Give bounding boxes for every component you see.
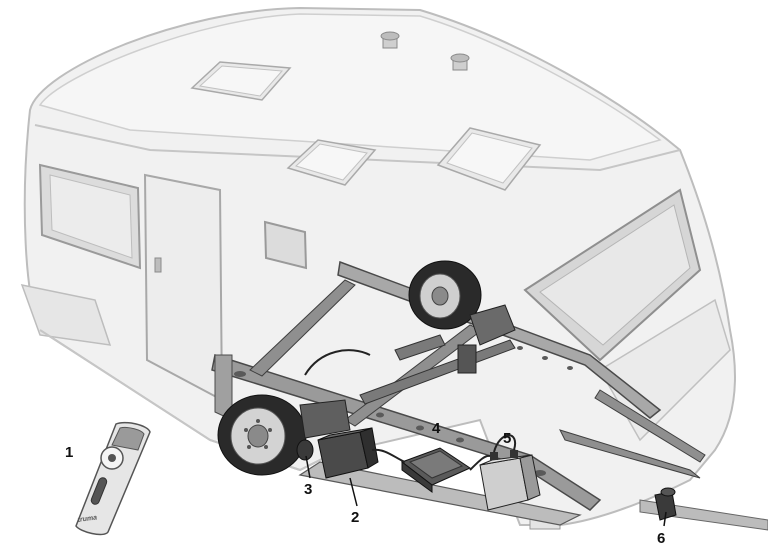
hitch-component [639,487,768,531]
battery-component [479,434,541,511]
callout-3: 3 [304,481,312,498]
floor-plate [298,461,582,526]
control-unit-component [400,447,472,493]
rear-wheel [408,260,482,330]
rear-mover-motor [394,304,516,374]
remote-control-device: truma [75,421,151,536]
callout-1: 1 [65,444,73,461]
small-window [263,220,308,270]
drive-roller-icon [296,439,314,461]
drawbar-right [594,389,706,463]
front-window [523,188,702,362]
remote-slider-icon [90,477,108,505]
roof-edge [34,124,681,172]
remote-brand-label: truma [77,514,97,524]
skylight-right [436,127,542,191]
leader-lines [305,455,667,527]
door-handle-icon [154,257,162,273]
callout-2: 2 [351,509,359,526]
leader-line-6 [663,511,667,527]
roof-vent-right [450,53,470,71]
cables [304,349,491,471]
roof-panel [38,13,662,161]
side-window-left [38,163,142,270]
roof-vent-left [380,31,400,49]
leader-line-2 [349,477,358,507]
cross-member-1 [249,279,356,377]
leader-line-3 [305,455,311,479]
skylight-left [190,61,292,101]
callout-4: 4 [432,420,441,437]
lower-skirt [20,283,112,346]
frame-holes [234,346,573,476]
drawbar-left [559,429,701,479]
callout-6: 6 [657,530,665,547]
control-box-component [317,427,379,479]
front-wheel [217,394,307,476]
drive-unit [296,399,351,461]
callout-5: 5 [503,430,511,447]
skylight-middle [286,139,377,186]
caravan-body [20,6,736,530]
